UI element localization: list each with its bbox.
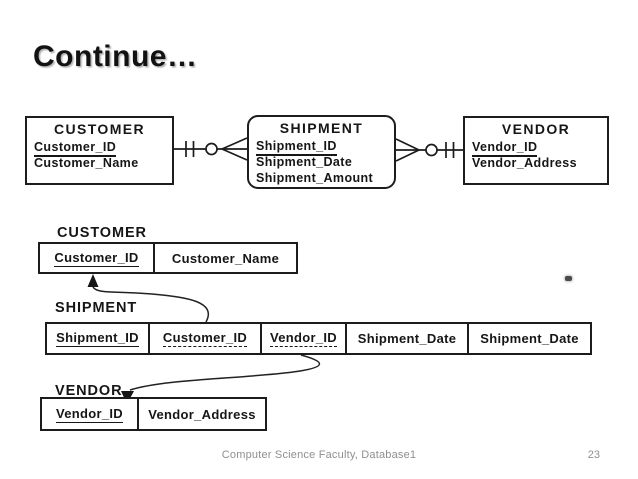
entity-attribute-pk: Vendor_ID	[465, 139, 607, 157]
one-mandatory-ticks-icon	[445, 142, 455, 158]
entity-attribute: Customer_Name	[34, 156, 139, 170]
er-entity-customer: CUSTOMER Customer_ID Customer_Name	[25, 116, 174, 185]
er-entity-vendor: VENDOR Vendor_ID Vendor_Address	[463, 116, 609, 185]
table-label-vendor: VENDOR	[55, 383, 123, 399]
table-shipment: Shipment_ID Customer_ID Vendor_ID Shipme…	[45, 322, 592, 355]
page-number: 23	[587, 449, 600, 461]
crow-foot-many-icon	[221, 137, 248, 161]
footer-text: Computer Science Faculty, Database1	[221, 449, 417, 461]
table-vendor: Vendor_ID Vendor_Address	[40, 397, 267, 431]
entity-attribute-pk: Customer_ID	[27, 139, 172, 157]
scan-artifact-mark	[565, 276, 572, 281]
relationship-shipment-vendor	[395, 138, 463, 162]
entity-attribute-pk: Shipment_ID	[249, 138, 394, 156]
entity-attribute: Vendor_Address	[472, 156, 577, 170]
column-header: Vendor_ID	[42, 399, 139, 429]
arrowhead-up-icon	[87, 274, 99, 287]
optional-circle-icon	[205, 142, 218, 156]
column-header-fk: Customer_ID	[150, 324, 262, 353]
er-entity-shipment: SHIPMENT Shipment_ID Shipment_Date Shipm…	[247, 115, 396, 189]
entity-name: VENDOR	[501, 121, 571, 137]
entity-attribute: Shipment_Date	[256, 155, 353, 169]
column-header: Customer_Name	[171, 250, 280, 266]
column-header-fk: Vendor_ID	[262, 324, 347, 353]
slide-title: Continue…	[33, 40, 198, 73]
column-header: Shipment_ID	[47, 324, 150, 353]
column-header: Shipment_Date	[480, 331, 579, 346]
relationship-customer-shipment	[174, 137, 248, 161]
table-customer: Customer_ID Customer_Name	[38, 242, 298, 274]
optional-circle-icon	[425, 143, 438, 157]
crow-foot-many-icon	[395, 138, 420, 162]
column-header: Shipment_Date	[347, 324, 469, 353]
table-label-shipment: SHIPMENT	[55, 300, 138, 316]
one-mandatory-ticks-icon	[185, 141, 195, 157]
entity-name: CUSTOMER	[53, 121, 146, 137]
column-header: Vendor_Address	[148, 406, 256, 422]
entity-name: SHIPMENT	[279, 120, 364, 136]
entity-attribute: Shipment_Amount	[256, 171, 374, 185]
fk-arrow-curve	[129, 354, 320, 391]
column-header: Customer_ID	[40, 244, 155, 272]
table-label-customer: CUSTOMER	[57, 225, 147, 241]
